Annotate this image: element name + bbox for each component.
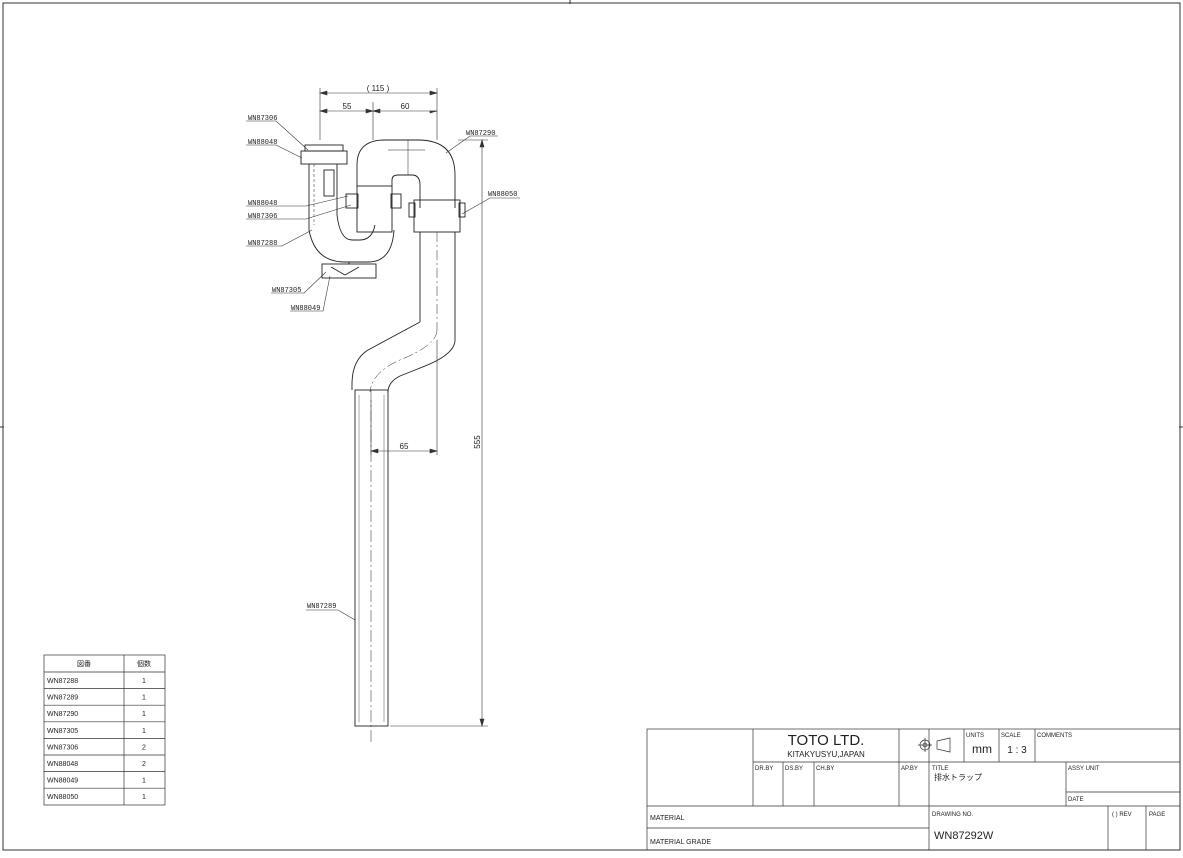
title-label: TITLE xyxy=(932,766,948,772)
dimensions xyxy=(318,88,488,728)
company-name: TOTO LTD. xyxy=(788,732,865,749)
drawing-no-value: WN87292W xyxy=(934,830,994,842)
parts-row-qty: 1 xyxy=(142,711,146,718)
parts-row-qty: 1 xyxy=(142,695,146,702)
connector-body xyxy=(356,185,393,233)
parts-table: 図番 個数 WN87288 1 WN87289 1 WN87290 1 WN87… xyxy=(43,654,166,806)
material-grade-label: MATERIAL GRADE xyxy=(650,839,711,846)
gooseneck-outer xyxy=(356,139,456,208)
dim-115: ( 115 ) xyxy=(367,84,390,93)
apby-label: AP.BY xyxy=(901,766,918,772)
parts-row-part: WN88050 xyxy=(47,794,78,801)
parts-row-qty: 2 xyxy=(142,744,146,751)
comments-label: COMMENTS xyxy=(1037,733,1072,739)
parts-row-part: WN88049 xyxy=(47,778,78,785)
parts-row-qty: 1 xyxy=(142,778,146,785)
dim-65: 65 xyxy=(400,442,409,451)
callout-leaders xyxy=(246,120,520,621)
drawing-no-label: DRAWING NO. xyxy=(932,812,973,818)
callout-wn88050: WN88050 xyxy=(488,191,517,199)
parts-header-part: 図番 xyxy=(77,660,91,668)
units-value: mm xyxy=(972,742,992,756)
dim-555: 555 xyxy=(473,435,482,449)
material-label: MATERIAL xyxy=(650,815,685,822)
dsby-label: DS.BY xyxy=(785,766,803,772)
dimension-texts: ( 115 ) 55 60 65 555 xyxy=(343,84,482,451)
title-block: TOTO LTD. KITAKYUSYU,JAPAN UNITS mm SCAL… xyxy=(646,728,1181,851)
callout-wn87288: WN87288 xyxy=(248,240,277,248)
scale-label: SCALE xyxy=(1001,733,1021,739)
parts-header-qty: 個数 xyxy=(137,659,151,668)
parts-row-qty: 1 xyxy=(142,794,146,801)
callout-wn87290: WN87290 xyxy=(466,130,495,138)
parts-row-qty: 1 xyxy=(142,728,146,735)
date-label: DATE xyxy=(1068,797,1084,803)
callout-labels: WN87306 WN88048 WN88048 WN87306 WN87288 … xyxy=(248,115,517,611)
parts-row-qty: 2 xyxy=(142,761,146,768)
trap-drawing xyxy=(300,139,466,742)
parts-row-part: WN87288 xyxy=(47,678,78,685)
scale-value: 1 : 3 xyxy=(1007,745,1027,756)
title-value: 排水トラップ xyxy=(934,772,982,782)
trap-bowl-inner xyxy=(336,214,376,241)
company-location: KITAKYUSYU,JAPAN xyxy=(787,750,865,759)
offset-bend-inner xyxy=(387,339,456,393)
callout-wn88048-top: WN88048 xyxy=(248,139,277,147)
drby-label: DR.BY xyxy=(755,766,773,772)
inlet-pipe xyxy=(300,144,348,230)
parts-row-part: WN87290 xyxy=(47,711,78,718)
page-label: PAGE xyxy=(1149,812,1165,818)
connector-nut-right xyxy=(390,193,402,209)
projection-symbol xyxy=(918,737,951,753)
callout-wn87289: WN87289 xyxy=(307,603,336,611)
callout-wn87306-top: WN87306 xyxy=(248,115,277,123)
dim-60: 60 xyxy=(401,102,410,111)
cleanout-cap xyxy=(321,263,377,279)
chby-label: CH.BY xyxy=(816,766,834,772)
dim-55: 55 xyxy=(343,102,352,111)
assy-unit-label: ASSY UNIT xyxy=(1068,766,1100,772)
offset-bend-outer xyxy=(351,321,421,390)
rev-label: ( ) REV xyxy=(1112,812,1132,818)
parts-row-part: WN88048 xyxy=(47,761,78,768)
gooseneck-inner xyxy=(391,174,421,208)
parts-row-qty: 1 xyxy=(142,678,146,685)
callout-wn88048-mid: WN88048 xyxy=(248,200,277,208)
outlet-nut xyxy=(413,199,461,233)
trap-bowl xyxy=(308,229,395,263)
callout-wn87306-mid: WN87306 xyxy=(248,213,277,221)
parts-row-part: WN87306 xyxy=(47,744,78,751)
tailpiece-pipe xyxy=(354,389,389,727)
callout-wn88049: WN88049 xyxy=(291,305,320,313)
units-label: UNITS xyxy=(966,733,984,739)
connector-nut-left xyxy=(345,193,359,209)
parts-row-part: WN87305 xyxy=(47,728,78,735)
parts-row-part: WN87289 xyxy=(47,695,78,702)
callout-wn87305: WN87305 xyxy=(272,287,301,295)
